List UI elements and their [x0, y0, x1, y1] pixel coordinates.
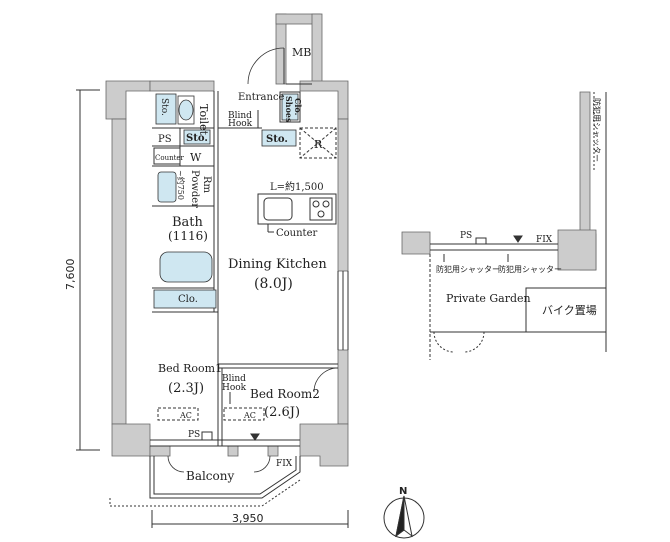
label-dk-size: (8.0J) [254, 276, 293, 292]
label-bedroom2-size: (2.6J) [264, 405, 300, 420]
wall-bottom-c [267, 445, 279, 457]
label-private-garden: Private Garden [446, 292, 531, 305]
label-r: R [314, 138, 323, 151]
bike-parking-box [525, 287, 607, 333]
north-arrow-needle-fill [395, 495, 405, 538]
balcony-deck [109, 479, 301, 507]
garden-gate-arc-1 [433, 331, 455, 353]
label-fix-garden: FIX [536, 235, 553, 245]
label-bike-parking: バイク置場 [542, 304, 597, 317]
label-toilet: Toilet [197, 104, 210, 136]
r-diag-1 [299, 127, 337, 159]
bed2-door-arc [313, 367, 339, 393]
label-bedroom2: Bed Room2 [250, 387, 320, 401]
toilet-sto-box [155, 93, 177, 125]
label-l-length: L=約1,500 [270, 180, 324, 193]
bath-tub [159, 251, 213, 283]
clo-bar [153, 289, 217, 309]
sto-upper-box [183, 129, 211, 145]
label-shutter-1: 防犯用シャッター [436, 264, 500, 274]
label-powder-size: ~约750 [176, 170, 186, 200]
label-ac1: AC [179, 411, 192, 420]
label-counter-kitchen: Counter [276, 228, 317, 239]
stove-burner-2 [322, 200, 330, 208]
label-powder-1: Powder [189, 170, 200, 208]
kitchen-sink [263, 197, 293, 221]
wall-bottom-a [149, 445, 171, 457]
garden-wall-left-block [401, 231, 431, 255]
label-ps-top: PS [158, 134, 172, 145]
label-powder-2: Rm [201, 176, 212, 194]
wall-right [337, 118, 349, 272]
stove-burner-1 [312, 200, 320, 208]
label-blind-hook-2: Hook [222, 383, 247, 393]
wall-bottom-right-corner [299, 423, 349, 467]
walls [105, 13, 597, 467]
label-shoes-1: Shoes [284, 96, 294, 123]
label-dim-width: 3,950 [232, 512, 264, 525]
kitchen-counter [257, 193, 337, 225]
label-bath-size: (1116) [168, 229, 208, 243]
label-bedroom1: Bed Room1 [158, 362, 222, 375]
label-clo: Clo. [178, 294, 198, 305]
label-ac2: AC [243, 411, 256, 420]
label-blind-hook-1: Blind [222, 374, 246, 384]
wall-top-left [105, 80, 151, 120]
interior-lines [76, 47, 607, 539]
wall-right-lower [337, 349, 349, 425]
label-balcony: Balcony [186, 469, 234, 483]
r-fridge-box [299, 127, 337, 159]
label-ps-garden: PS [460, 231, 472, 241]
ps-bottom-box [201, 431, 213, 441]
label-blind-hook-top-2: Hook [228, 119, 253, 129]
kitchen-stove [309, 197, 333, 221]
label-counter-small: Counter [155, 154, 185, 162]
balcony-door-arc-1 [167, 455, 185, 473]
garden-gate-arc-2 [463, 331, 485, 353]
wall-bottom-left-corner [111, 423, 151, 457]
powder-basin [157, 171, 177, 203]
label-shoes-2: Clo. [293, 98, 303, 116]
shoes-clo-box [279, 91, 301, 123]
garden-mark-triangle [513, 235, 523, 243]
entrance-door-arc [247, 47, 285, 85]
stove-burner-3 [317, 210, 325, 218]
mb-wall-right [311, 13, 323, 85]
label-bedroom1-size: (2.3J) [168, 381, 204, 396]
balcony-outline [149, 456, 301, 499]
balcony-inner [153, 456, 297, 495]
wall-left [111, 118, 127, 425]
label-bath: Bath [172, 215, 204, 230]
wall-top-right [299, 80, 349, 120]
label-entrance: Entrance [238, 92, 285, 103]
label-north: N [399, 486, 407, 497]
label-mb: MB [292, 46, 311, 59]
label-w: W [190, 151, 202, 164]
balcony-door-arc-2 [253, 455, 271, 473]
r-diag-2 [299, 127, 337, 159]
label-ps-bottom: PS [188, 430, 200, 440]
ac2-box [223, 407, 265, 421]
label-dining-kitchen: Dining Kitchen [228, 257, 327, 272]
entrance-mark-triangle [250, 433, 260, 441]
label-fix-bottom: FIX [276, 459, 293, 469]
label-sto-upper: Sto. [186, 133, 208, 144]
ps-garden-box [475, 237, 487, 245]
shoes-clo-fill [281, 93, 299, 121]
label-sto-entrance: Sto. [266, 134, 288, 145]
sto-entrance-box [261, 129, 297, 147]
label-shutter-2: 防犯用シャッター [498, 264, 562, 274]
toilet-bowl [178, 99, 194, 121]
blue-fixtures [153, 93, 299, 309]
label-blind-hook-top-1: Blind [228, 111, 252, 121]
text-labels: MB Toilet Sto. PS Sto. W Counter ~约750 P… [64, 46, 602, 525]
label-shutter-vertical: 防犯用シャッター [592, 98, 602, 162]
label-sto-toilet: Sto. [159, 98, 169, 116]
wall-bottom-b [227, 445, 239, 457]
garden-wall-right-block [557, 229, 597, 271]
label-dim-height: 7,600 [64, 259, 77, 291]
ac1-box [157, 407, 199, 421]
wall-top-middle [149, 80, 215, 92]
